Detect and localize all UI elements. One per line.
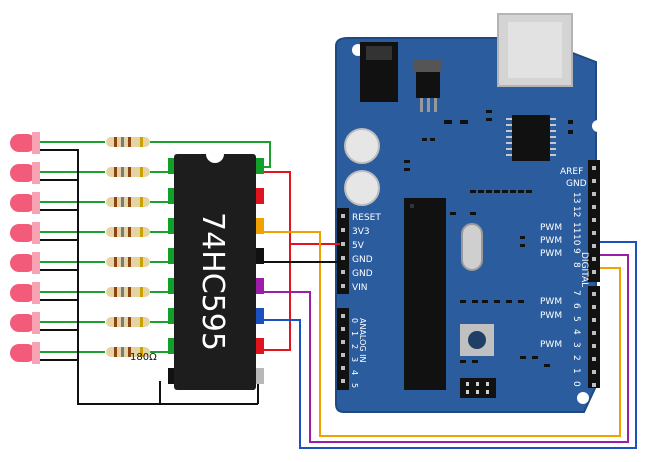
chip-body [174, 154, 256, 390]
arduino-board: RESET 3V3 5V GND GND VIN ANALOG IN 0 1 2… [335, 13, 604, 413]
digital-pin-number: 10 [571, 234, 581, 246]
digital-label: DIGITAL [579, 252, 589, 287]
power-pin-label: RESET [352, 213, 381, 223]
analog-header [337, 308, 349, 390]
pwm-label: PWM [540, 340, 562, 350]
led [10, 132, 40, 154]
power-pin-label: VIN [352, 283, 368, 293]
analog-pin-number: 2 [350, 344, 359, 349]
led-array [10, 132, 40, 364]
smd-components [404, 110, 573, 367]
capacitor [344, 170, 380, 206]
shift-register-chip: 74HC595 [168, 154, 264, 390]
wire-black [40, 149, 258, 405]
resistor-array [106, 137, 150, 357]
analog-pin-number: 4 [350, 370, 359, 375]
led [10, 342, 40, 364]
analog-pin-number: 0 [350, 318, 359, 323]
digital-header-low [588, 286, 600, 388]
digital-pin-number: 2 [571, 355, 581, 361]
resistor [106, 227, 150, 237]
digital-pin-number: 8 [571, 262, 581, 268]
power-header [337, 208, 349, 294]
analog-pin-number: 5 [350, 383, 359, 388]
wire-orange [264, 231, 621, 437]
usb-chip [512, 115, 550, 161]
crystal [461, 223, 483, 271]
wire-blue [264, 241, 637, 449]
pwm-label: PWM [540, 223, 562, 233]
icsp-header [460, 378, 496, 398]
digital-pin-number: 11 [571, 222, 581, 233]
resistor [106, 287, 150, 297]
digital-pin-number: 5 [571, 316, 581, 322]
resistor [106, 347, 150, 357]
resistor-value-label: 180Ω [130, 352, 157, 363]
analog-in-label: ANALOG IN [358, 318, 367, 363]
led [10, 162, 40, 184]
power-pin-label: GND [352, 269, 373, 279]
led [10, 222, 40, 244]
pwm-label: PWM [540, 297, 562, 307]
wire-red [264, 171, 340, 245]
resistor [106, 317, 150, 327]
digital-pin-number: 1 [571, 368, 581, 374]
digital-pin-number: 9 [571, 248, 581, 254]
atmega-chip [404, 198, 446, 390]
mount-hole [577, 392, 589, 404]
led [10, 252, 40, 274]
chip-label: 74HC595 [195, 212, 230, 351]
resistor [106, 257, 150, 267]
digital-pin-number: 3 [571, 342, 581, 348]
digital-pin-number: 4 [571, 329, 581, 335]
power-pin-label: 3V3 [352, 227, 370, 237]
led [10, 282, 40, 304]
wire-purple [264, 254, 629, 443]
aref-label: AREF [560, 167, 583, 177]
resistor [106, 197, 150, 207]
mount-hole [592, 120, 604, 132]
digital-pin-number: 13 [571, 192, 581, 203]
pwm-label: PWM [540, 249, 562, 259]
power-pin-label: GND [352, 255, 373, 265]
gnd-label: GND [566, 179, 587, 189]
led [10, 312, 40, 334]
digital-pin-number: 0 [571, 381, 581, 387]
pwm-label: PWM [540, 311, 562, 321]
wire-red [264, 244, 291, 351]
digital-pin-number: 7 [571, 290, 581, 296]
power-pin-label: 5V [352, 241, 365, 251]
digital-pin-number: 12 [571, 206, 581, 217]
digital-pin-number: 6 [571, 303, 581, 309]
led [10, 192, 40, 214]
capacitor [344, 128, 380, 164]
resistor [106, 137, 150, 147]
resistor [106, 167, 150, 177]
pwm-label: PWM [540, 236, 562, 246]
voltage-regulator [416, 70, 440, 98]
analog-pin-number: 1 [350, 331, 359, 336]
analog-pin-number: 3 [350, 357, 359, 362]
